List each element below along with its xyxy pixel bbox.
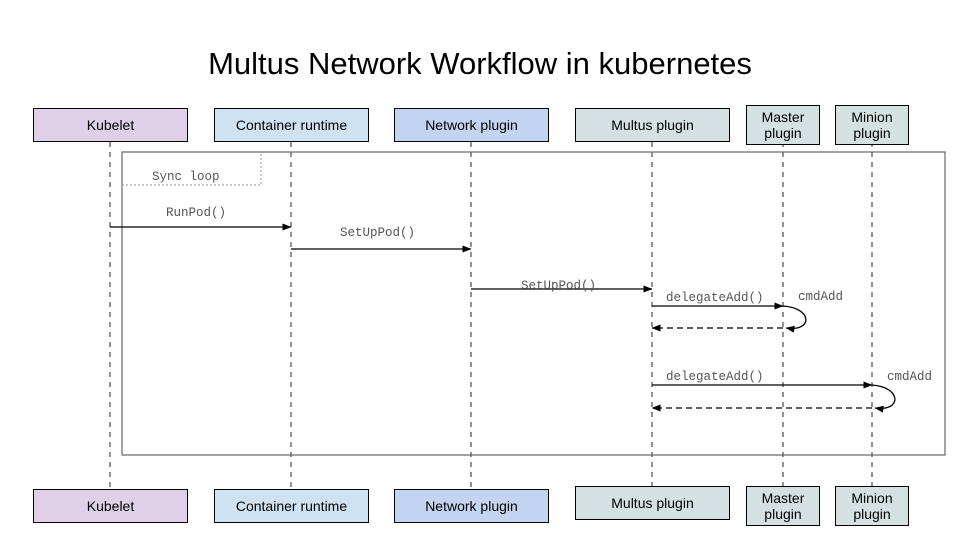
participant-label: Network plugin: [425, 498, 518, 514]
participant-label: Network plugin: [425, 117, 518, 133]
sync-loop-frame: [121, 151, 946, 456]
message-label-cmdadd-1: cmdAdd: [798, 290, 844, 304]
participant-label: Kubelet: [86, 117, 135, 133]
participant-label: Container runtime: [235, 117, 348, 133]
participant-label: Multus plugin: [611, 495, 694, 511]
participant-kubelet-top[interactable]: Kubelet: [33, 108, 188, 142]
participant-label: Multus plugin: [611, 117, 694, 133]
participant-label: Kubelet: [86, 498, 135, 514]
self-message-cmdadd-1: [782, 305, 807, 333]
participant-multus-plugin-bottom[interactable]: Multus plugin: [575, 486, 730, 520]
messages-group: [110, 223, 896, 413]
message-label-setuppod-1: SetUpPod(): [340, 226, 416, 240]
participant-kubelet-bottom[interactable]: Kubelet: [33, 489, 188, 523]
message-label-cmdadd-2: cmdAdd: [887, 370, 933, 384]
page-title: Multus Network Workflow in kubernetes: [208, 46, 752, 81]
message-label-runpod: RunPod(): [166, 206, 227, 220]
participant-label: Container runtime: [235, 498, 348, 514]
frame-label-box: [122, 152, 262, 186]
frame-label-text: Sync loop: [152, 170, 220, 184]
participant-network-plugin-bottom[interactable]: Network plugin: [394, 489, 549, 523]
frame-border: [121, 151, 946, 456]
participant-container-runtime-top[interactable]: Container runtime: [214, 108, 369, 142]
message-label-delegateadd-2: delegateAdd(): [666, 370, 764, 384]
message-label-delegateadd-1: delegateAdd(): [666, 291, 764, 305]
participant-multus-plugin-top[interactable]: Multus plugin: [575, 108, 730, 142]
participant-container-runtime-bottom[interactable]: Container runtime: [214, 489, 369, 523]
message-label-setuppod-2: SetUpPod(): [521, 279, 597, 293]
lifelines-group: [109, 142, 873, 489]
participant-network-plugin-top[interactable]: Network plugin: [394, 108, 549, 142]
self-message-cmdadd-2: [871, 384, 896, 413]
